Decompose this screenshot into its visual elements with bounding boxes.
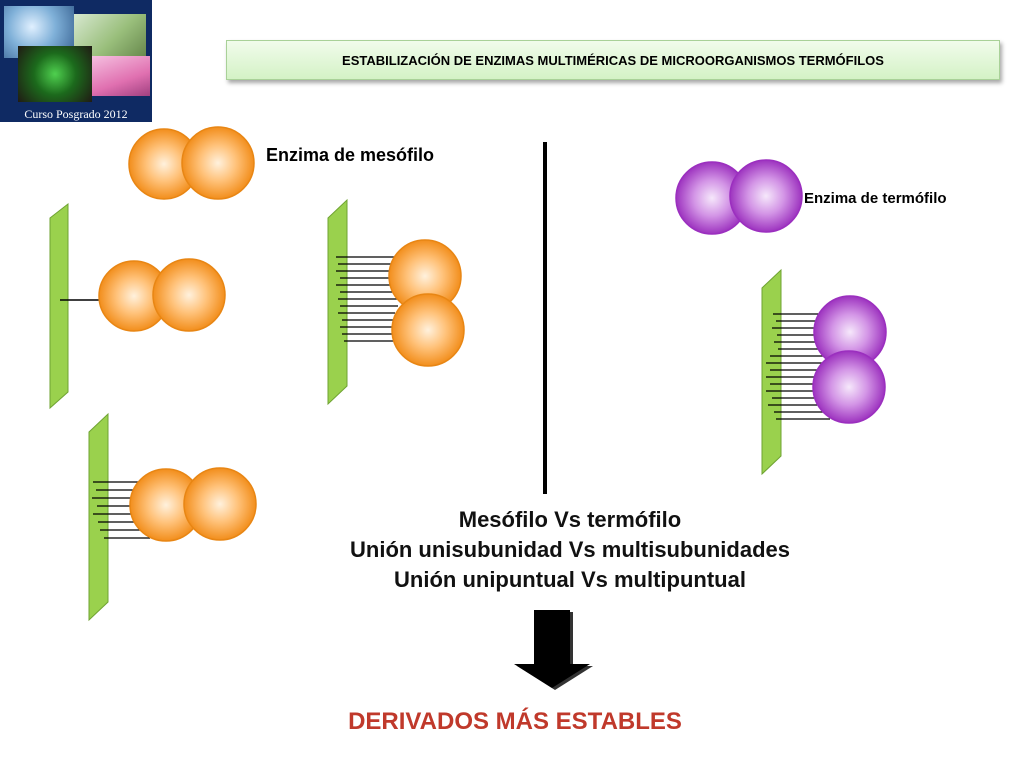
mesophile-enzyme-free (128, 126, 255, 200)
down-arrow-icon (514, 610, 593, 690)
mesophile-enzyme-label: Enzima de mesófilo (266, 145, 435, 165)
mesophile-subunit (181, 126, 255, 200)
support-plate (88, 412, 109, 622)
thermophile-enzyme-free (675, 159, 803, 235)
thermophile-enzyme-label: Enzima de termófilo (804, 190, 947, 207)
support-multipoint-single-subunit (88, 412, 257, 622)
title-banner: ESTABILIZACIÓN DE ENZIMAS MULTIMÉRICAS D… (226, 40, 1000, 80)
logo-caption: Curso Posgrado 2012 (24, 107, 128, 121)
summary-line-organisms: Mesófilo Vs termófilo (458, 507, 682, 532)
support-multipoint-mesophile (327, 198, 465, 406)
summary-line-points: Unión unipuntual Vs multipuntual (394, 567, 746, 592)
mesophile-subunit (183, 467, 257, 541)
summary-line-subunits: Unión unisubunidad Vs multisubunidades (350, 537, 790, 562)
thermophile-subunit (729, 159, 803, 233)
mesophile-subunit (152, 258, 226, 332)
comparison-summary: Mesófilo Vs termófilo Unión unisubunidad… (300, 505, 840, 595)
support-multipoint-thermophile (761, 268, 887, 476)
conclusion-text: DERIVADOS MÁS ESTABLES (348, 708, 682, 735)
support-plate (327, 198, 348, 406)
thermophile-subunit (812, 350, 886, 424)
support-single-point (49, 202, 226, 410)
course-logo: Curso Posgrado 2012 (0, 0, 152, 122)
mesophile-subunit (391, 293, 465, 367)
logo-photo-flasks (92, 56, 150, 96)
logo-photo-cell (18, 46, 92, 102)
support-plate (49, 202, 69, 410)
slide-title: ESTABILIZACIÓN DE ENZIMAS MULTIMÉRICAS D… (342, 52, 884, 68)
support-plate (761, 268, 782, 476)
